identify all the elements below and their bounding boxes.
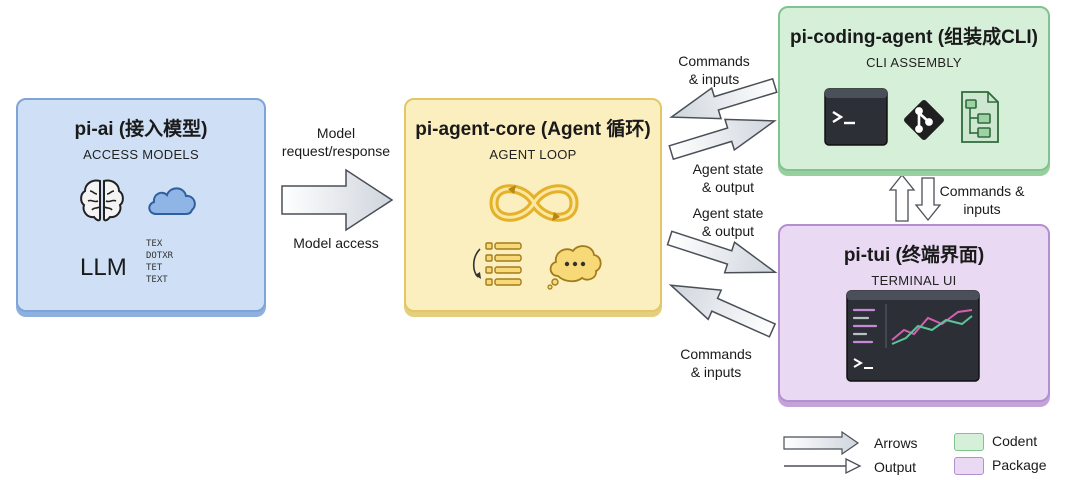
pi-coding-agent-subtitle: CLI ASSEMBLY	[866, 55, 962, 70]
edge-label-line: Model access	[293, 235, 379, 251]
legend-package-label: Package	[992, 457, 1047, 473]
arrow-ai-to-core	[281, 168, 394, 232]
pi-coding-agent-title: pi-coding-agent (组装成CLI)	[789, 27, 1039, 48]
edge-label-core-to-tui: Agent state & output	[678, 204, 778, 240]
text-doc-line: DOTXR	[146, 251, 174, 261]
edge-label-line: Commands	[678, 53, 750, 69]
edge-label-line: Commands	[680, 346, 752, 362]
edge-label-tui-to-coding: Commands & inputs	[930, 182, 1034, 218]
arrow-coding-to-core	[669, 77, 778, 120]
edge-label-model-access: Model access	[280, 234, 392, 252]
git-icon	[904, 100, 944, 140]
legend-output-arrowhead	[845, 457, 862, 475]
arrow-coding-to-tui	[914, 177, 942, 222]
legend-arrow-icon	[783, 430, 860, 456]
edge-label-line: Agent state	[692, 161, 764, 177]
edge-label-line: Agent state	[692, 205, 764, 221]
pi-agent-core-title: pi-agent-core (Agent 循环)	[415, 119, 651, 140]
edge-label-core-to-coding: Agent state & output	[678, 160, 778, 196]
legend-output-label: Output	[874, 459, 917, 475]
text-document-icon: TEX DOTXR TET TEXT	[146, 238, 204, 286]
arrow-core-to-coding	[668, 118, 777, 161]
pi-ai-subtitle: ACCESS MODELS	[83, 147, 199, 162]
legend-codent-label: Codent	[992, 433, 1038, 449]
legend-arrows-label: Arrows	[874, 435, 918, 451]
terminal-icon	[824, 88, 888, 146]
pi-agent-core-node: pi-agent-core (Agent 循环) AGENT LOOP	[404, 98, 662, 312]
arrow-tui-to-core	[668, 284, 777, 338]
edge-label-line: & inputs	[688, 71, 740, 87]
pi-agent-core-subtitle: AGENT LOOP	[489, 147, 577, 162]
edge-label-line: & output	[701, 223, 755, 239]
text-doc-line: TET	[146, 263, 163, 273]
pi-tui-title: pi-tui (终端界面)	[843, 245, 985, 266]
thought-bubble-icon	[547, 245, 602, 290]
terminal-ui-icon	[846, 290, 980, 382]
edge-label-tui-to-core: Commands & inputs	[666, 345, 766, 381]
text-doc-line: TEX	[146, 239, 163, 249]
edge-label-line: & inputs	[690, 364, 742, 380]
edge-label-model-request: Model request/response	[280, 124, 392, 160]
edge-label-line: request/response	[281, 143, 391, 159]
text-doc-line: TEXT	[146, 275, 168, 285]
edge-label-line: inputs	[963, 201, 1001, 217]
brain-icon	[80, 179, 124, 222]
legend-package-swatch	[954, 457, 984, 475]
legend-codent-swatch	[954, 433, 984, 451]
arrow-core-to-tui	[666, 230, 778, 274]
file-tree-icon	[961, 91, 999, 143]
task-list-icon	[472, 242, 522, 286]
edge-label-line: Model	[316, 125, 356, 141]
edge-label-line: & output	[701, 179, 755, 195]
arrow-tui-to-coding	[888, 173, 916, 222]
pi-tui-subtitle: TERMINAL UI	[871, 273, 957, 288]
cloud-icon	[148, 187, 196, 215]
pi-coding-agent-node: pi-coding-agent (组装成CLI) CLI ASSEMBLY	[778, 6, 1050, 171]
edge-label-coding-to-core: Commands & inputs	[664, 52, 764, 88]
infinity-loop-icon	[489, 184, 579, 222]
pi-ai-title: pi-ai (接入模型)	[74, 119, 208, 140]
llm-label: LLM	[80, 254, 127, 281]
pi-ai-node: pi-ai (接入模型) ACCESS MODELS	[16, 98, 266, 312]
edge-label-line: Commands &	[939, 183, 1025, 199]
